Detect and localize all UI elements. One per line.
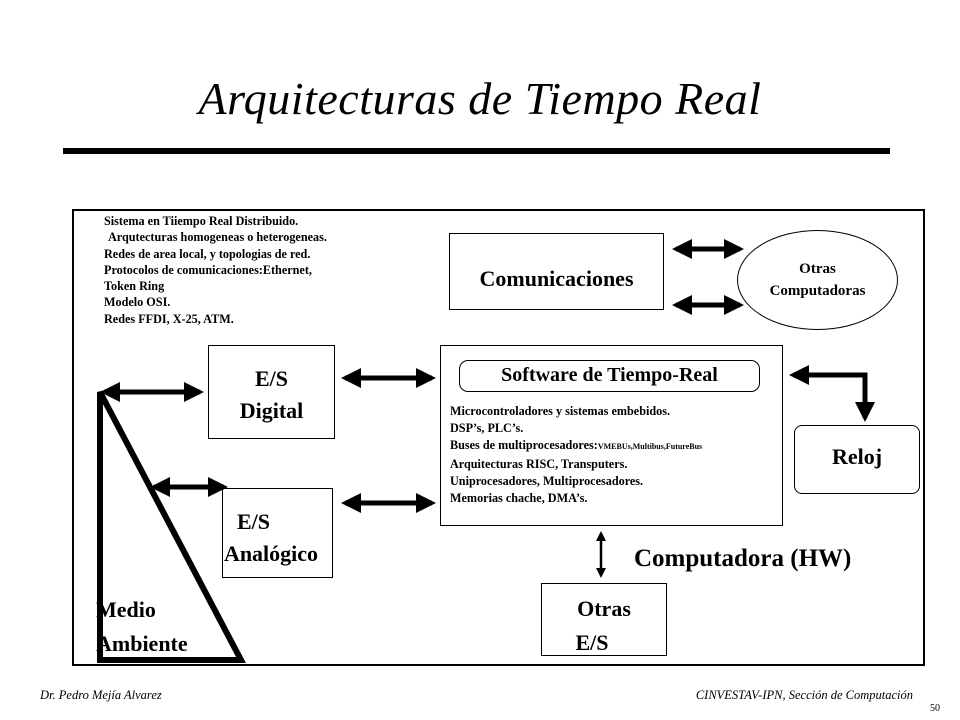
hw-note-bus-main: Buses de multiprocesadores: [450,438,598,453]
clock-label: Reloj [831,444,883,469]
note-line: Redes FFDI, X-25, ATM. [104,311,234,326]
other-io-line1: Otras [577,596,631,621]
hw-note-line: DSP’s, PLC’s. [450,421,524,436]
distributed-system-notes: Sistema en Tiiempo Real Distribuido. Arq… [104,213,327,327]
communications-box [449,233,664,310]
environment-triangle [97,390,246,663]
software-title-pill [459,360,760,392]
hw-note-line: Arquitecturas RISC, Transputers. [450,456,628,471]
note-line: Redes de area local, y topologias de red… [104,246,311,261]
other-computers-line2: Computadoras [769,283,866,299]
other-computers-line1: Otras [799,261,836,277]
other-computers-ellipse [737,230,898,330]
hardware-notes: Microcontroladores y sistemas embebidos.… [450,403,702,507]
note-line: Sistema en Tiiempo Real Distribuido. [104,214,299,228]
title-underline [63,148,890,154]
digital-io-line1: E/S [254,366,289,391]
digital-io-box [208,345,335,439]
hw-note-bus-list: VMEBUs,Multibus,FutureBus [597,442,703,452]
other-computers-label: Otras Computadoras [737,258,898,302]
other-io-line2: E/S [575,630,609,655]
note-line: Token Ring [104,279,165,294]
analog-io-box [222,488,333,578]
analog-io-line2: Analógico [223,541,319,566]
hw-note-line: Uniprocesadores, Multiprocesadores. [450,473,644,488]
analog-io-label: E/S Analógico [206,506,336,570]
note-line: Modelo OSI. [104,295,171,310]
hw-note-line: Memorias chache, DMA’s. [450,491,588,506]
arrow-software-clock [789,365,875,422]
other-io-label: Otras E/S [541,592,667,660]
environment-line2: Ambiente [96,631,188,656]
software-box [440,345,783,526]
hw-note-line: Buses de multiprocesadores:VMEBUs,Multib… [450,437,702,455]
digital-io-line2: Digital [239,398,304,423]
page-number: 50 [930,703,940,714]
diagram-frame [72,209,925,666]
footer-author: Dr. Pedro Mejía Alvarez [40,688,162,702]
note-line: Arqutecturas homogeneas o heterogeneas. [108,230,327,245]
environment-line1: Medio [96,597,156,622]
other-io-box [541,583,667,656]
software-title: Software de Tiempo-Real [501,364,718,386]
analog-io-line1: E/S [236,509,271,534]
communications-label: Comunicaciones [479,266,634,291]
note-line: Protocolos de comunicaciones:Ethernet, [104,262,312,277]
footer-institution: CINVESTAV-IPN, Sección de Computación [695,688,913,702]
computer-hw-label: Computadora (HW) [634,545,852,572]
digital-io-label: E/S Digital [208,363,335,427]
environment-label: Medio Ambiente [96,593,188,661]
slide-title: Arquitecturas de Tiempo Real [198,73,762,124]
clock-box [794,425,920,494]
hw-note-line: Microcontroladores y sistemas embebidos. [450,404,671,418]
